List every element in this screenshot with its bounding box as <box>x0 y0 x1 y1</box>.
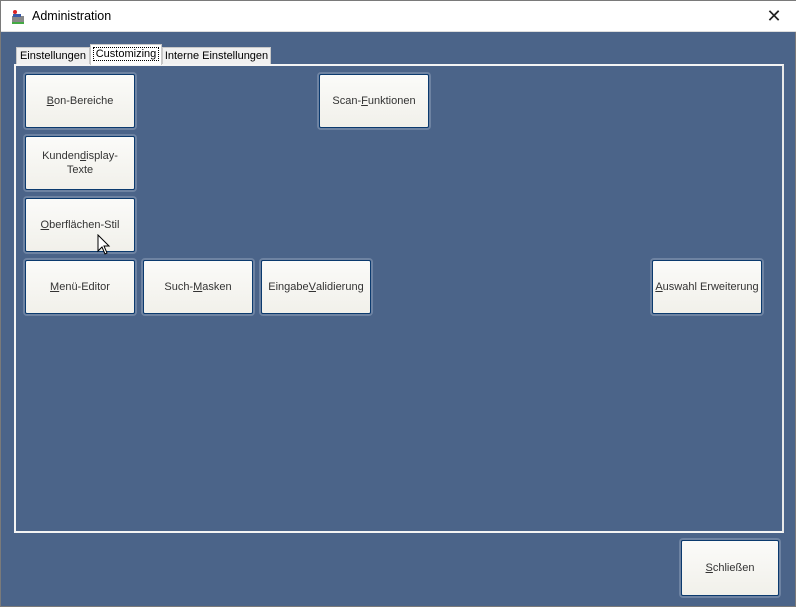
tab-einstellungen[interactable]: Einstellungen <box>16 47 90 65</box>
mouse-cursor-icon <box>97 234 111 255</box>
label-text: chließen <box>712 562 755 574</box>
app-icon <box>12 10 24 24</box>
label-text: berflächen-Stil <box>49 219 120 231</box>
label-text: Scan- <box>332 95 362 107</box>
tab-label: Einstellungen <box>19 50 87 62</box>
label-text: asken <box>202 281 232 293</box>
label-text: Kunden <box>42 150 80 162</box>
label-text: d <box>80 150 87 162</box>
tab-label: Customizing <box>92 47 160 61</box>
label-text: Texte <box>66 164 94 176</box>
close-icon[interactable]: ✕ <box>766 6 782 26</box>
tab-interne-einstellungen[interactable]: Interne Einstellungen <box>162 47 271 65</box>
label-text: isplay- <box>86 150 118 162</box>
tab-label: Interne Einstellungen <box>164 50 269 62</box>
label-text: F <box>361 95 368 107</box>
label-text: O <box>40 219 50 231</box>
label-text: A <box>655 281 663 293</box>
label-text: M <box>193 281 203 293</box>
label-text: enü-Editor <box>59 281 110 293</box>
kundendisplay-texte-button[interactable]: Kundendisplay- Texte <box>25 136 135 190</box>
label-text: B <box>46 95 54 107</box>
title-bar: Administration ✕ <box>1 1 796 32</box>
label-text: alidierung <box>316 281 364 293</box>
label-text: Eingabe <box>268 281 309 293</box>
tab-panel <box>14 64 784 533</box>
label-text: on-Bereiche <box>54 95 114 107</box>
label-text: Such- <box>164 281 194 293</box>
label-text: M <box>50 281 60 293</box>
label-text: unktionen <box>367 95 416 107</box>
label-text: S <box>705 562 713 574</box>
label-text: V <box>308 281 316 293</box>
window-title: Administration <box>32 9 112 23</box>
label-text: uswahl Erweiterung <box>662 281 759 293</box>
tab-customizing[interactable]: Customizing <box>90 44 162 65</box>
